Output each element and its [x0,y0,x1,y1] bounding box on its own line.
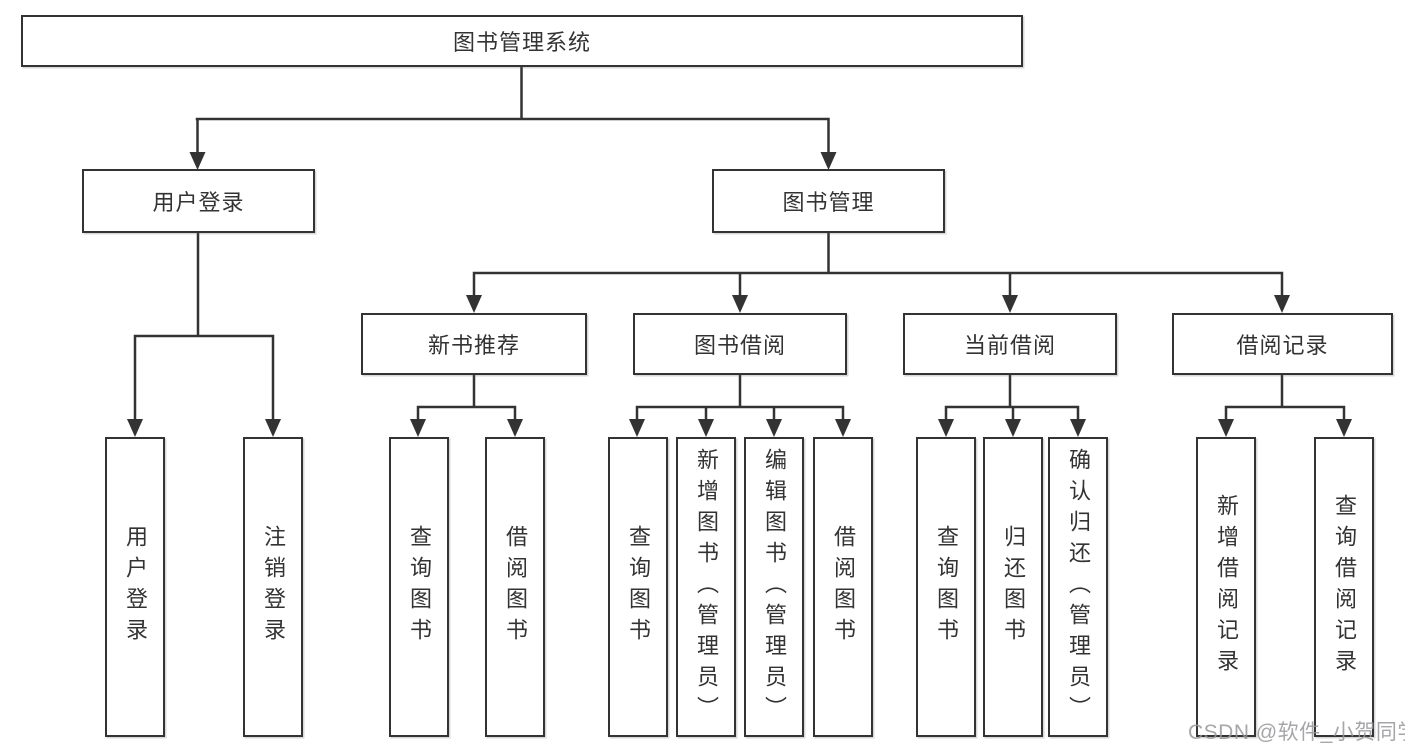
arrowhead-icon [938,419,954,437]
leaf-label: 借阅图书 [503,525,528,649]
connector-root-to-level2 [189,67,837,170]
leaf-label: 查询图书 [934,525,959,649]
leaf-borrow-book-1: 借阅图书 [485,437,545,737]
connector-line [944,375,1080,421]
leaf-query-borrow-record: 查询借阅记录 [1314,437,1374,737]
connector-user-login-to-leaves [127,233,281,437]
arrowhead-icon [835,419,851,437]
leaf-label: 借阅图书 [831,525,856,649]
arrowhead-icon [127,419,143,437]
leaf-edit-book-admin: 编辑图书（管理员） [744,437,804,737]
leaf-confirm-return-admin: 确认归还（管理员） [1048,437,1108,737]
arrowhead-icon [820,152,837,170]
node-user-login: 用户登录 [82,169,315,233]
connector-book-mgmt-to-sections [466,233,1290,313]
connector-current-borrow-to-leaves [938,375,1086,437]
arrowhead-icon [1274,295,1290,313]
connector-line [1224,375,1346,421]
leaf-label: 归还图书 [1001,525,1026,649]
leaf-query-book-1: 查询图书 [389,437,449,737]
node-new-book-recommend: 新书推荐 [361,313,587,375]
arrowhead-icon [189,152,206,170]
leaf-label: 查询借阅记录 [1332,494,1357,680]
csdn-watermark: CSDN @软件_小贺同学 [1188,721,1405,744]
connector-book-borrow-to-leaves [629,375,851,437]
leaf-return-book: 归还图书 [983,437,1043,737]
node-borrow-record: 借阅记录 [1172,313,1393,375]
leaf-add-borrow-record: 新增借阅记录 [1196,437,1256,737]
node-library-system: 图书管理系统 [21,15,1023,67]
node-label: 图书管理 [782,190,875,215]
arrowhead-icon [698,419,714,437]
connector-line [635,375,845,421]
leaf-label: 查询图书 [407,525,432,649]
connector-line [472,233,1284,297]
arrowhead-icon [265,419,281,437]
arrowhead-icon [1005,419,1021,437]
leaf-label: 新增图书（管理员） [694,447,719,727]
leaf-add-book-admin: 新增图书（管理员） [676,437,736,737]
node-book-management: 图书管理 [712,169,945,233]
leaf-query-book-2: 查询图书 [608,437,668,737]
arrowhead-icon [629,419,645,437]
arrowhead-icon [410,419,426,437]
leaf-label: 新增借阅记录 [1214,494,1239,680]
leaf-borrow-book-2: 借阅图书 [813,437,873,737]
arrowhead-icon [466,295,482,313]
leaf-user-login: 用户登录 [105,437,165,737]
leaf-label: 注销登录 [261,525,286,649]
node-label: 图书借阅 [693,333,786,358]
leaf-logout: 注销登录 [243,437,303,737]
leaf-label: 编辑图书（管理员） [762,447,787,727]
connector-borrow-record-to-leaves [1218,375,1352,437]
connector-line [195,67,830,154]
leaf-label: 用户登录 [123,525,148,649]
arrowhead-icon [1336,419,1352,437]
arrowhead-icon [732,295,748,313]
node-label: 借阅记录 [1236,333,1329,358]
arrowhead-icon [507,419,523,437]
connector-new-book-to-leaves [410,375,523,437]
node-label: 图书管理系统 [452,30,591,55]
arrowhead-icon [1218,419,1234,437]
node-label: 新书推荐 [427,333,520,358]
arrowhead-icon [1070,419,1086,437]
node-label: 用户登录 [152,190,245,215]
connector-line [416,375,517,421]
arrowhead-icon [1002,295,1018,313]
leaf-label: 确认归还（管理员） [1066,447,1091,727]
connector-line [133,233,275,421]
leaf-label: 查询图书 [626,525,651,649]
node-book-borrow: 图书借阅 [633,313,847,375]
node-label: 当前借阅 [963,333,1056,358]
arrowhead-icon [766,419,782,437]
node-current-borrow: 当前借阅 [903,313,1117,375]
leaf-query-book-3: 查询图书 [916,437,976,737]
